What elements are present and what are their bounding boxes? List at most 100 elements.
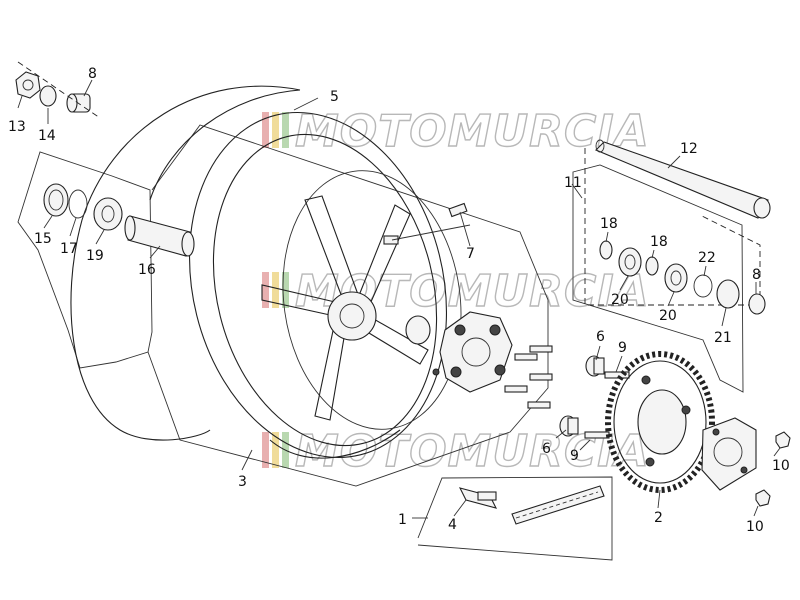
valve-cap [383,235,399,245]
seal-inner [48,189,64,211]
spoke [261,284,336,316]
bearing-20-a [618,247,642,277]
callout-21: 21 [714,330,732,346]
hub-bore [339,303,365,329]
tyre-outline [70,85,301,441]
callout-8-left: 8 [88,66,97,82]
bearing-bore [624,254,636,270]
master-link-clip [477,491,497,501]
bearing-bore [101,205,115,223]
callout-1: 1 [398,512,407,528]
callout-5: 5 [330,89,339,105]
callout-10-lower: 10 [746,519,764,535]
callout-10-upper: 10 [772,458,790,474]
watermark-stripe-red [262,272,269,308]
bolt [527,401,551,409]
callout-16: 16 [138,262,156,278]
flange-lug [489,324,501,336]
callout-13: 13 [8,119,26,135]
sprocket-hole [641,375,651,385]
callout-15: 15 [34,231,52,247]
bearing-20-b [664,263,688,293]
nut-10-upper [775,431,791,449]
callout-17: 17 [60,241,78,257]
flange-body [439,311,513,393]
sprocket-hole [645,457,655,467]
flange-lug [494,364,506,376]
callout-22: 22 [698,250,716,266]
spacer-8-left [66,93,91,113]
watermark-stripe-yellow [272,432,279,468]
spacer-body [593,357,605,375]
washer-14 [39,85,57,107]
rear-tyre [70,85,462,459]
callout-18-b: 18 [650,234,668,250]
chain-master-link-4 [458,487,498,509]
bushing-18-b [645,256,659,276]
valve-leader [391,224,471,241]
sprocket-center [637,389,687,455]
group-frame-chain [417,476,613,561]
callout-18-a: 18 [600,216,618,232]
callout-labels: 13 14 8 5 15 17 19 16 7 3 1 4 2 6 9 6 9 … [8,66,790,535]
spoke [357,204,411,305]
callout-20-b: 20 [659,308,677,324]
spoke [314,325,346,421]
hub-carrier [701,417,757,491]
nut-hex [15,71,41,99]
watermark-stripe-yellow [272,272,279,308]
tyre-tread-edge [149,89,301,201]
callout-11: 11 [564,175,582,191]
spacer-tube-end [124,215,136,241]
rim-inner-edge [212,133,438,447]
wheel-spokes [261,195,429,421]
carrier-hole [740,466,748,474]
callout-4: 4 [448,517,457,533]
tyre-valve [383,202,471,245]
rear-axle-12 [595,139,771,219]
sprocket-rim [613,360,707,484]
group-frame-wheel [147,124,549,487]
seal-21 [716,279,740,309]
bolt [529,345,553,353]
bearing-bore [670,270,682,286]
left-nut-13 [15,71,41,99]
flange-bearing [405,315,431,345]
watermark-stripe-red [262,112,269,148]
callout-7: 7 [466,246,475,262]
drive-chain [511,485,605,525]
spoke [363,317,429,365]
flange-lug [450,366,462,378]
spacer-tube-body [127,215,191,257]
rear-sprocket-2 [605,351,715,493]
watermark-middle: MOTOMURCIA [262,265,649,318]
sprocket-hole [681,405,691,415]
callout-6-upper: 6 [596,329,605,345]
circlip-17 [68,189,88,219]
carrier-body [701,417,757,491]
sprocket-spacer-6-upper [585,355,605,377]
bolt [514,353,538,361]
nut-10-lower [755,489,771,507]
callout-19: 19 [86,248,104,264]
bushing-18-a [599,240,613,260]
axle-end [753,197,771,219]
callout-2: 2 [654,510,663,526]
spacer-8-right [748,293,766,315]
callout-6-lower: 6 [542,441,551,457]
stud-9-lower [584,431,610,439]
seal-15 [43,183,69,217]
stud-9-upper [604,371,630,379]
watermark-stripe-yellow [272,112,279,148]
wheel-hub [327,291,377,341]
flange-small-pin [432,368,440,376]
watermark-stripe-green [282,112,289,148]
callout-8-right: 8 [752,267,761,283]
callout-3: 3 [238,474,247,490]
sprocket-teeth [605,351,715,493]
circlip-22 [693,274,713,298]
cush-drive-flange [439,311,513,393]
watermark-stripe-red [262,432,269,468]
